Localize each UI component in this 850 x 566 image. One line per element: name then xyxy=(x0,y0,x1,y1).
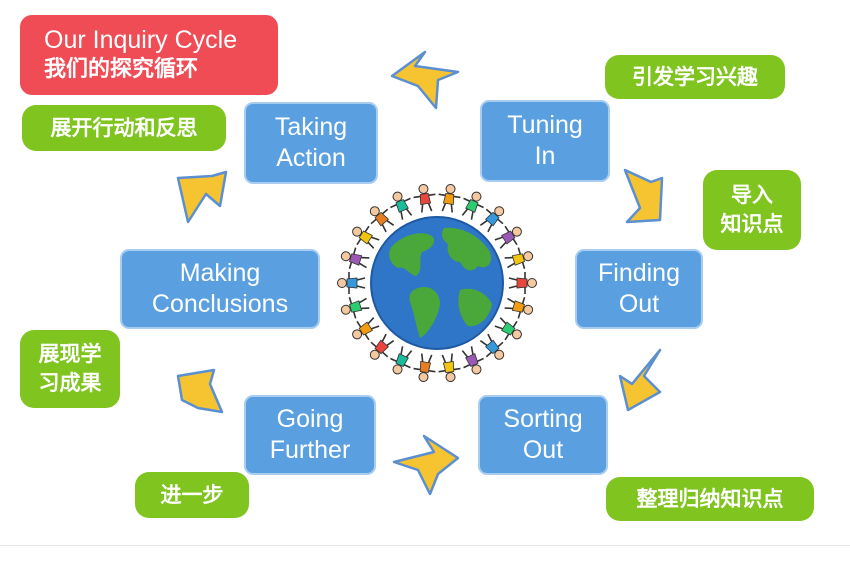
child-figure-icon xyxy=(337,272,366,294)
child-figure-icon xyxy=(494,225,522,249)
child-figure-icon xyxy=(369,333,395,360)
stage-sorting-out-label: Sorting Out xyxy=(503,405,583,464)
stage-going-further-label: Going Further xyxy=(269,405,351,464)
arrow-icon-left-upper xyxy=(176,170,228,224)
caption-going-further: 进一步 xyxy=(135,472,249,518)
child-figure-icon xyxy=(369,206,395,233)
child-figure-icon xyxy=(504,297,534,319)
stage-taking-action: Taking Action xyxy=(244,102,378,184)
stage-going-further: Going Further xyxy=(244,395,376,475)
stage-making-conclusions-label: Making Conclusions xyxy=(151,259,289,318)
child-figure-icon xyxy=(352,225,380,249)
cycle-title-chinese: 我们的探究循环 xyxy=(44,57,199,82)
child-figure-icon xyxy=(390,346,413,375)
caption-tuning-in: 引发学习兴趣 xyxy=(605,55,785,99)
globe-icon xyxy=(370,216,504,350)
stage-tuning-in-label: Tuning In xyxy=(507,111,583,170)
stage-tuning-in: Tuning In xyxy=(480,100,610,182)
stage-making-conclusions: Making Conclusions xyxy=(120,249,320,329)
caption-going-further-text: 进一步 xyxy=(160,482,224,507)
caption-making-conclusions-text: 展现学 习成果 xyxy=(38,342,102,395)
stage-finding-out-label: Finding Out xyxy=(598,259,680,318)
child-figure-icon xyxy=(340,247,370,269)
child-figure-icon xyxy=(504,247,534,269)
globe-illustration xyxy=(322,178,552,388)
caption-taking-action: 展开行动和反思 xyxy=(22,105,226,151)
child-figure-icon xyxy=(340,297,370,319)
caption-tuning-in-text: 引发学习兴趣 xyxy=(632,64,758,89)
child-figure-icon xyxy=(390,191,413,220)
stage-taking-action-label: Taking Action xyxy=(274,113,348,172)
caption-finding-out: 导入 知识点 xyxy=(703,170,801,250)
child-figure-icon xyxy=(494,317,522,341)
bottom-divider xyxy=(0,545,850,546)
arrow-icon-top xyxy=(390,50,460,110)
stage-sorting-out: Sorting Out xyxy=(478,395,608,475)
arrow-icon-right-lower xyxy=(618,348,662,412)
arrow-icon-bottom xyxy=(392,434,460,496)
child-figure-icon xyxy=(438,183,461,213)
child-figure-icon xyxy=(413,183,436,213)
caption-finding-out-text: 导入 知识点 xyxy=(720,183,784,236)
child-figure-icon xyxy=(508,272,537,294)
child-figure-icon xyxy=(438,353,461,383)
cycle-title-english: Our Inquiry Cycle xyxy=(44,26,238,54)
child-figure-icon xyxy=(461,346,484,375)
caption-making-conclusions: 展现学 习成果 xyxy=(20,330,120,408)
child-figure-icon xyxy=(352,317,380,341)
caption-taking-action-text: 展开行动和反思 xyxy=(50,115,198,140)
stage-finding-out: Finding Out xyxy=(575,249,703,329)
child-figure-icon xyxy=(461,191,484,220)
caption-sorting-out: 整理归纳知识点 xyxy=(606,477,814,521)
child-figure-icon xyxy=(479,206,505,233)
child-figure-icon xyxy=(413,353,436,383)
cycle-title-box: Our Inquiry Cycle 我们的探究循环 xyxy=(20,15,278,95)
arrow-icon-left-lower xyxy=(176,368,224,414)
child-figure-icon xyxy=(479,333,505,360)
arrow-icon-right-upper xyxy=(623,168,664,224)
caption-sorting-out-text: 整理归纳知识点 xyxy=(636,486,784,511)
children-ring xyxy=(337,183,537,383)
